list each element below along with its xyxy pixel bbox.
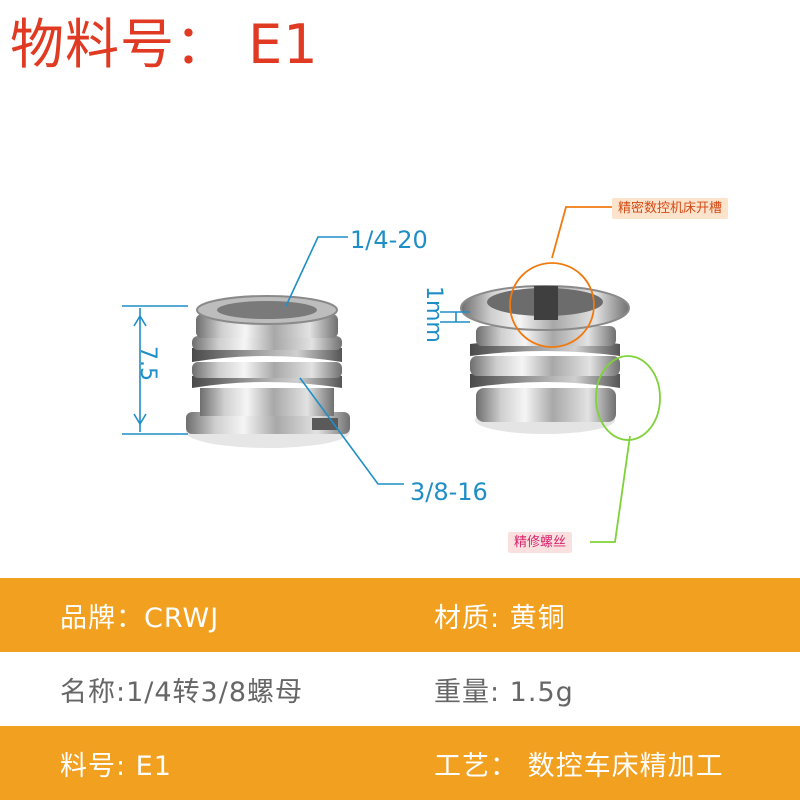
right-insert-image: [460, 285, 630, 434]
left-insert-image: [186, 295, 350, 448]
spec-row-1: 品牌：CRWJ 材质: 黄铜: [0, 578, 800, 652]
height-label: 7.5: [135, 346, 160, 381]
spec-brand: 品牌：CRWJ: [60, 602, 220, 634]
spec-part-number: 料号: E1: [60, 750, 172, 782]
slot-width-label: 1mm: [421, 286, 446, 343]
page-title: 物料号： E1: [10, 13, 319, 76]
bottom-thread-label: 3/8-16: [410, 478, 488, 506]
spec-row-2: 名称:1/4转3/8螺母 重量: 1.5g: [0, 652, 800, 726]
spec-row-3: 料号: E1 工艺： 数控车床精加工: [0, 726, 800, 800]
spec-weight: 重量: 1.5g: [434, 676, 574, 708]
spec-process: 工艺： 数控车床精加工: [434, 750, 724, 782]
spec-name: 名称:1/4转3/8螺母: [60, 676, 304, 708]
spec-material: 材质: 黄铜: [434, 602, 566, 634]
product-photo: [122, 206, 661, 543]
slot-callout: 精密数控机床开槽: [612, 198, 729, 219]
thread-callout: 精修螺丝: [508, 532, 573, 553]
top-thread-label: 1/4-20: [350, 226, 428, 254]
